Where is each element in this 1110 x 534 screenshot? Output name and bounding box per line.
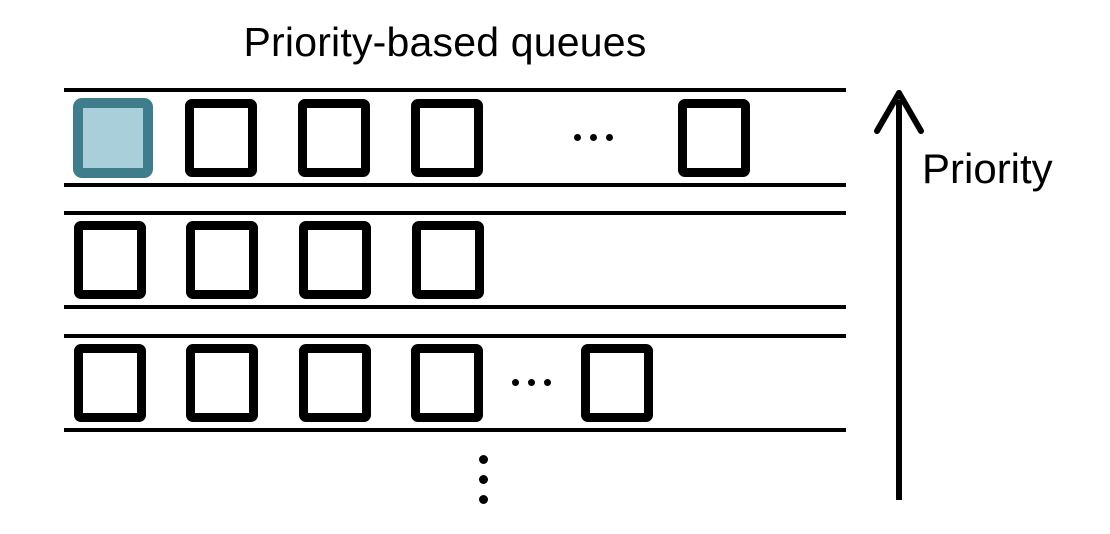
queue-item[interactable] — [678, 99, 750, 177]
queue-item[interactable] — [411, 99, 483, 177]
ellipsis-dot — [512, 379, 519, 386]
page-title: Priority-based queues — [243, 19, 647, 65]
priority-axis-label: Priority — [922, 145, 1053, 192]
queue-row-3 — [64, 334, 846, 432]
queue-item[interactable] — [299, 344, 371, 422]
queue-item[interactable] — [298, 99, 370, 177]
ellipsis-dot — [528, 379, 535, 386]
queue-item[interactable] — [412, 221, 484, 299]
queue-row-top-rule — [64, 334, 846, 338]
queue-item[interactable] — [74, 344, 146, 422]
queue-row-bottom-rule — [64, 183, 846, 187]
queue-row-top-rule — [64, 211, 846, 215]
queue-item[interactable] — [299, 221, 371, 299]
ellipsis-dot — [574, 134, 581, 141]
queue-overflow-ellipsis-icon — [574, 134, 613, 141]
ellipsis-dot — [479, 455, 488, 464]
queue-row-top-rule — [64, 88, 846, 92]
queue-row-bottom-rule — [64, 305, 846, 309]
ellipsis-dot — [606, 134, 613, 141]
ellipsis-dot — [479, 495, 488, 504]
queue-item[interactable] — [186, 221, 258, 299]
queue-row-track — [64, 88, 846, 187]
queue-item[interactable] — [74, 221, 146, 299]
ellipsis-dot — [544, 379, 551, 386]
queue-item-selected[interactable] — [73, 98, 153, 178]
ellipsis-dot — [590, 134, 597, 141]
queue-item[interactable] — [581, 344, 653, 422]
queue-item[interactable] — [185, 99, 257, 177]
queue-row-track — [64, 334, 846, 432]
queue-item[interactable] — [186, 344, 258, 422]
queue-row-2 — [64, 211, 846, 309]
more-queues-vertical-ellipsis-icon — [479, 455, 488, 504]
queue-row-bottom-rule — [64, 428, 846, 432]
queue-row-1 — [64, 88, 846, 187]
ellipsis-dot — [479, 475, 488, 484]
queue-row-track — [64, 211, 846, 309]
queue-item[interactable] — [411, 344, 483, 422]
priority-arrow-icon — [862, 88, 936, 500]
queue-overflow-ellipsis-icon — [512, 379, 551, 386]
